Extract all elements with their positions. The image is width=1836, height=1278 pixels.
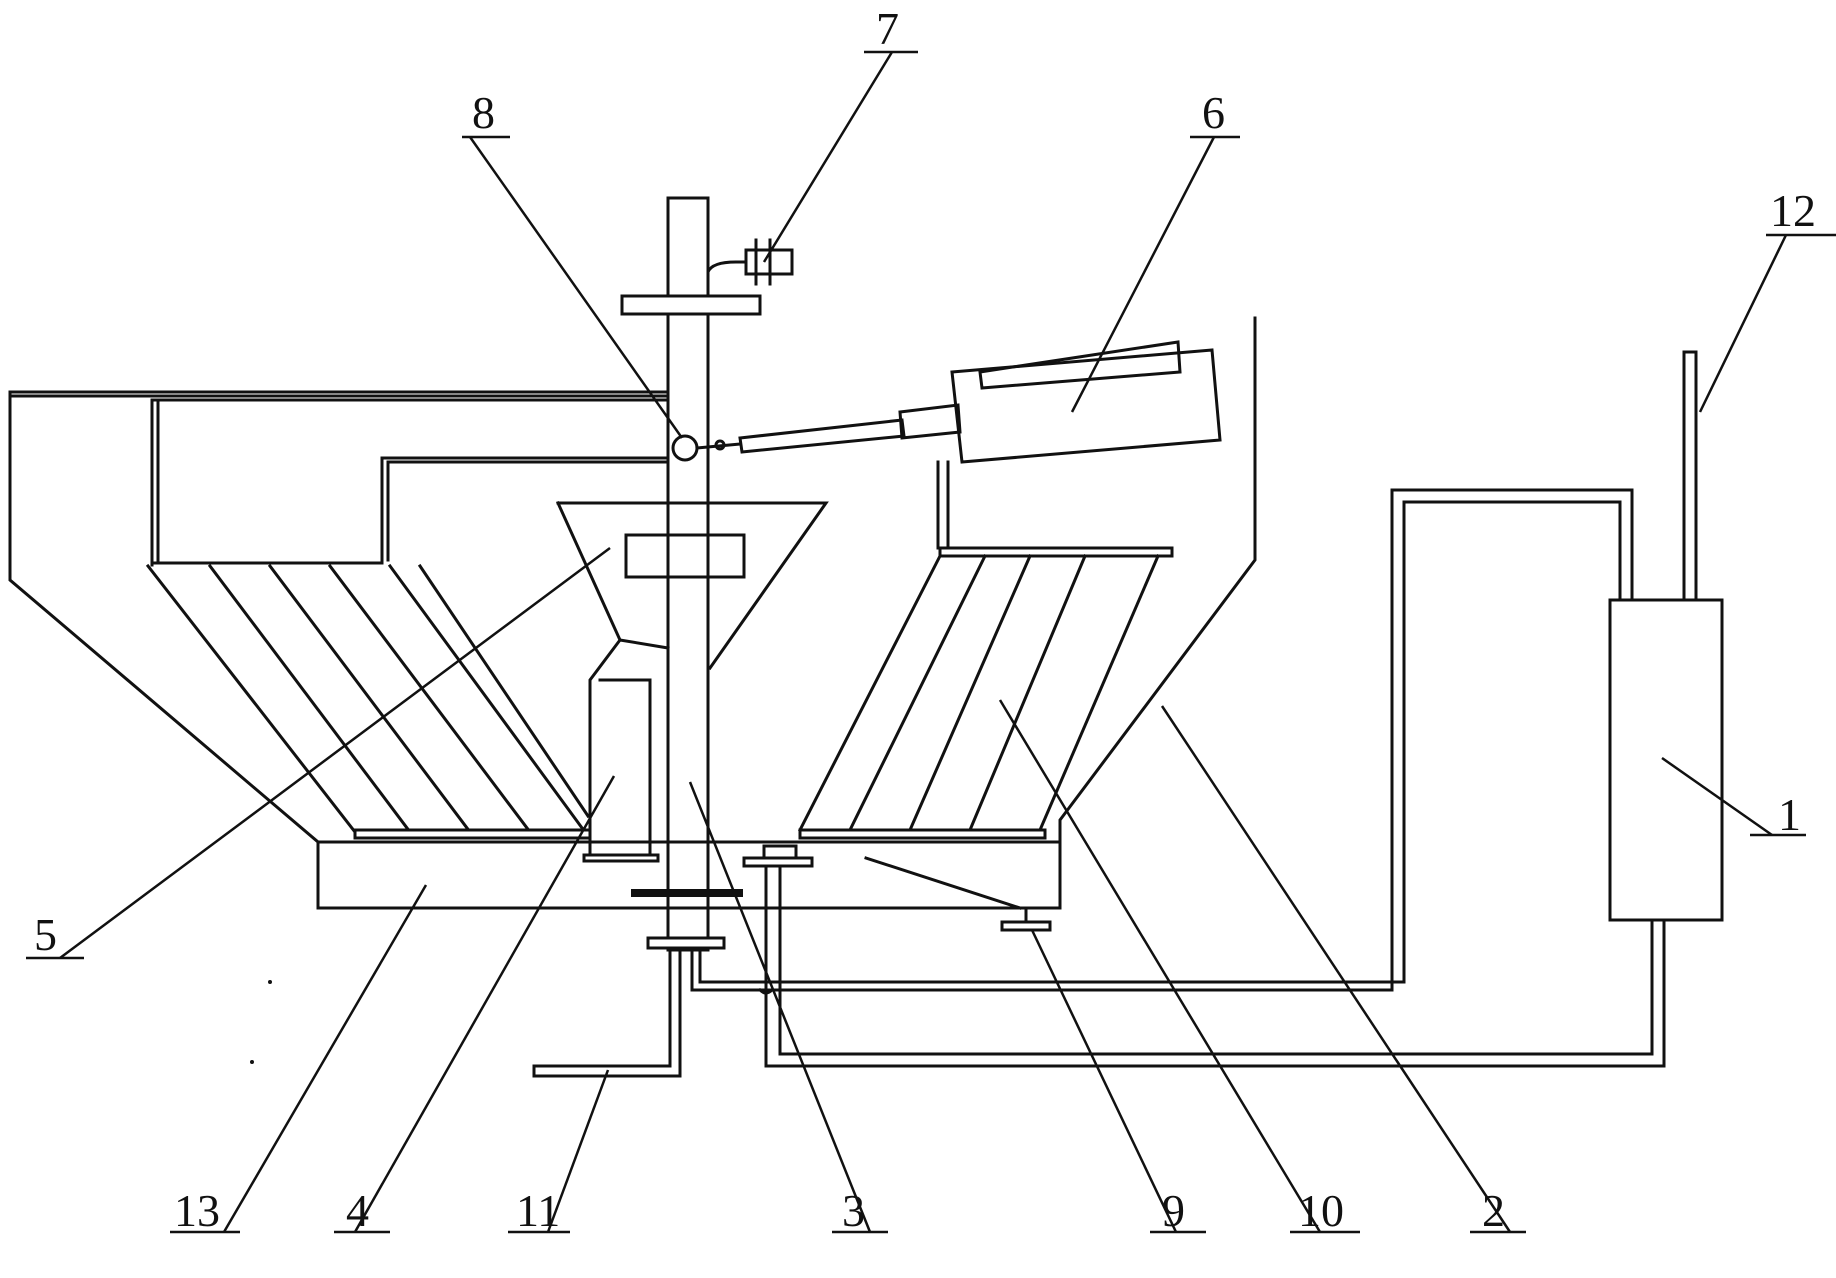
pivot-8	[671, 434, 742, 462]
callout-12: 12	[1770, 185, 1816, 236]
central-column	[620, 196, 762, 952]
callout-7: 7	[876, 3, 899, 54]
callout-3: 3	[842, 1185, 865, 1236]
device-1	[1608, 598, 1724, 922]
inclined-plates-right	[797, 460, 1174, 840]
piping	[532, 350, 1698, 1078]
callout-2: 2	[1482, 1185, 1505, 1236]
callout-6: 6	[1202, 87, 1225, 138]
callout-labels: 1 2 3 4 5 6 7 8 9 10 11 12 13	[34, 3, 1816, 1236]
feed-funnel	[556, 501, 829, 671]
valve-7	[706, 238, 794, 298]
outer-tank	[8, 316, 1257, 910]
callout-4: 4	[346, 1185, 369, 1236]
callout-13: 13	[174, 1185, 220, 1236]
callout-1: 1	[1778, 789, 1801, 840]
inclined-plates-left	[145, 563, 592, 840]
actuator-6	[738, 340, 1222, 464]
stray-dot	[250, 1060, 254, 1064]
callout-9: 9	[1162, 1185, 1185, 1236]
callout-8: 8	[472, 87, 495, 138]
leader-lines	[26, 50, 1836, 1234]
inner-chamber-left	[150, 398, 670, 567]
outlet-9	[742, 844, 1052, 932]
stray-dot	[268, 980, 272, 984]
callout-10: 10	[1298, 1185, 1344, 1236]
callout-5: 5	[34, 909, 57, 960]
callout-11: 11	[516, 1185, 560, 1236]
sludge-hopper	[582, 638, 670, 863]
